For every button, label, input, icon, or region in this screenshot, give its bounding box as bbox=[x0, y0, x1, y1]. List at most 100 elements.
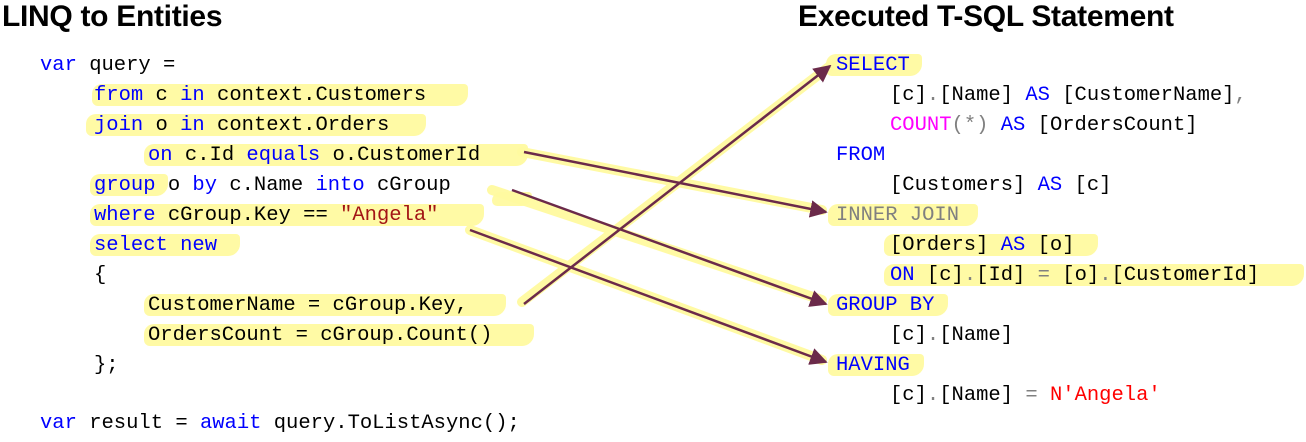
code-token: . bbox=[963, 264, 977, 287]
code-token: (*) bbox=[951, 114, 1001, 137]
code-token: join bbox=[94, 114, 144, 137]
code-token: o bbox=[143, 114, 181, 137]
code-token: [o] bbox=[1049, 264, 1100, 287]
linq-line-5: group o by c.Name into cGroup bbox=[94, 174, 451, 198]
arrow-group-by bbox=[511, 188, 828, 307]
linq-line-9: CustomerName = cGroup.Key, bbox=[148, 294, 468, 317]
code-token: "Angela" bbox=[340, 204, 439, 227]
highlight-inner-join bbox=[828, 204, 978, 226]
linq-line-2: from c in context.Customers bbox=[94, 84, 426, 108]
sql-line-6: INNER JOIN bbox=[836, 204, 959, 228]
linq-line-8: { bbox=[94, 264, 107, 287]
code-token: group bbox=[94, 174, 156, 197]
sql-line-10: [c].[Name] bbox=[890, 324, 1013, 348]
code-token: equals bbox=[246, 144, 321, 167]
sql-line-8: ON [c].[Id] = [o].[CustomerId] bbox=[890, 264, 1259, 288]
code-token: , bbox=[1234, 84, 1247, 107]
code-token: AS bbox=[1000, 114, 1026, 137]
code-token: cGroup.Key == bbox=[155, 204, 341, 227]
code-token: AS bbox=[1000, 234, 1026, 257]
linq-line-10: OrdersCount = cGroup.Count() bbox=[148, 324, 493, 347]
arrow-select bbox=[523, 64, 832, 305]
code-token: where bbox=[94, 204, 156, 227]
code-token: by bbox=[192, 174, 218, 197]
linq-title: LINQ to Entities bbox=[2, 0, 223, 33]
code-token: on bbox=[148, 144, 173, 167]
code-token: await bbox=[199, 412, 262, 435]
highlight-orders bbox=[884, 234, 1098, 256]
code-token: COUNT bbox=[890, 114, 952, 137]
code-token: query = bbox=[76, 54, 176, 77]
sql-code-block: SELECT [c].[Name] AS [CustomerName], COU… bbox=[0, 0, 1259, 407]
code-token: = bbox=[1025, 384, 1038, 407]
code-token: select bbox=[94, 234, 168, 257]
highlight-customername bbox=[144, 294, 506, 316]
code-token: [Id] bbox=[976, 264, 1038, 287]
code-token: [OrdersCount] bbox=[1025, 114, 1198, 137]
linq-line-6: where cGroup.Key == "Angela" bbox=[94, 204, 438, 228]
code-token: [CustomerId] bbox=[1111, 264, 1260, 287]
code-token: c bbox=[143, 84, 181, 107]
code-token: [CustomerName] bbox=[1049, 84, 1235, 107]
code-token: [c] bbox=[914, 264, 964, 287]
code-token: . bbox=[926, 324, 940, 347]
code-token: . bbox=[926, 384, 940, 407]
code-token: ON bbox=[890, 264, 915, 287]
highlight-group-by bbox=[828, 294, 948, 316]
linq-line-1: var query = bbox=[40, 54, 175, 78]
code-token: cGroup bbox=[364, 174, 451, 197]
code-token: into bbox=[315, 174, 365, 197]
code-token: [o] bbox=[1025, 234, 1075, 257]
code-token: result = bbox=[76, 412, 200, 435]
highlight-on-sql bbox=[884, 264, 1304, 286]
sql-line-7: [Orders] AS [o] bbox=[890, 234, 1075, 258]
sql-title: Executed T-SQL Statement bbox=[798, 0, 1174, 33]
highlight-group bbox=[90, 174, 168, 196]
code-token: = bbox=[1037, 264, 1050, 287]
code-token: [Customers] bbox=[890, 174, 1038, 197]
code-token: . bbox=[1099, 264, 1112, 287]
linq-line-7: select new bbox=[94, 234, 217, 258]
code-token: c.Id bbox=[172, 144, 247, 167]
code-token: INNER JOI bbox=[836, 204, 947, 227]
linq-code-block: var query = from c in context.Customers … bbox=[0, 0, 520, 435]
linq-line-12: var result = await query.ToListAsync(); bbox=[40, 412, 520, 436]
sql-line-2: [c].[Name] AS [CustomerName], bbox=[890, 84, 1247, 108]
code-token: in bbox=[180, 84, 205, 107]
code-token: N'Angela' bbox=[1049, 384, 1161, 407]
code-token: [c] bbox=[890, 324, 927, 347]
highlight-select bbox=[90, 234, 240, 256]
linq-line-3: join o in context.Orders bbox=[94, 114, 389, 138]
sql-line-9: GROUP BY bbox=[836, 294, 935, 317]
code-token: c.Name bbox=[217, 174, 316, 197]
code-token: context.Customers bbox=[204, 84, 427, 107]
code-token: o.CustomerId bbox=[320, 144, 481, 167]
arrow-having bbox=[469, 228, 828, 365]
sql-line-1: SELECT bbox=[836, 54, 910, 77]
code-token: var bbox=[40, 54, 77, 77]
code-token: o bbox=[155, 174, 193, 197]
highlight-select-sql bbox=[826, 54, 922, 76]
sql-line-3: COUNT(*) AS [OrdersCount] bbox=[890, 114, 1198, 138]
code-token: [Orders] bbox=[890, 234, 1001, 257]
code-token: AS bbox=[1037, 174, 1063, 197]
code-token: [c] bbox=[890, 84, 927, 107]
code-token: . bbox=[926, 84, 940, 107]
code-token: N bbox=[946, 204, 960, 227]
highlight-having bbox=[828, 354, 924, 376]
highlight-on bbox=[144, 144, 528, 166]
sql-line-4: FROM bbox=[836, 144, 886, 167]
code-token: [c] bbox=[890, 384, 927, 407]
code-token: [c] bbox=[1062, 174, 1112, 197]
code-token: new bbox=[180, 234, 218, 257]
sql-line-11: HAVING bbox=[836, 354, 910, 377]
sql-line-5: [Customers] AS [c] bbox=[890, 174, 1111, 198]
code-token: [Name] bbox=[939, 324, 1014, 347]
highlight-where bbox=[90, 204, 484, 226]
linq-line-4: on c.Id equals o.CustomerId bbox=[148, 144, 480, 168]
code-token: from bbox=[94, 84, 144, 107]
highlight-from bbox=[92, 84, 468, 106]
arrow-join-on bbox=[523, 150, 828, 218]
code-token: AS bbox=[1025, 84, 1050, 107]
